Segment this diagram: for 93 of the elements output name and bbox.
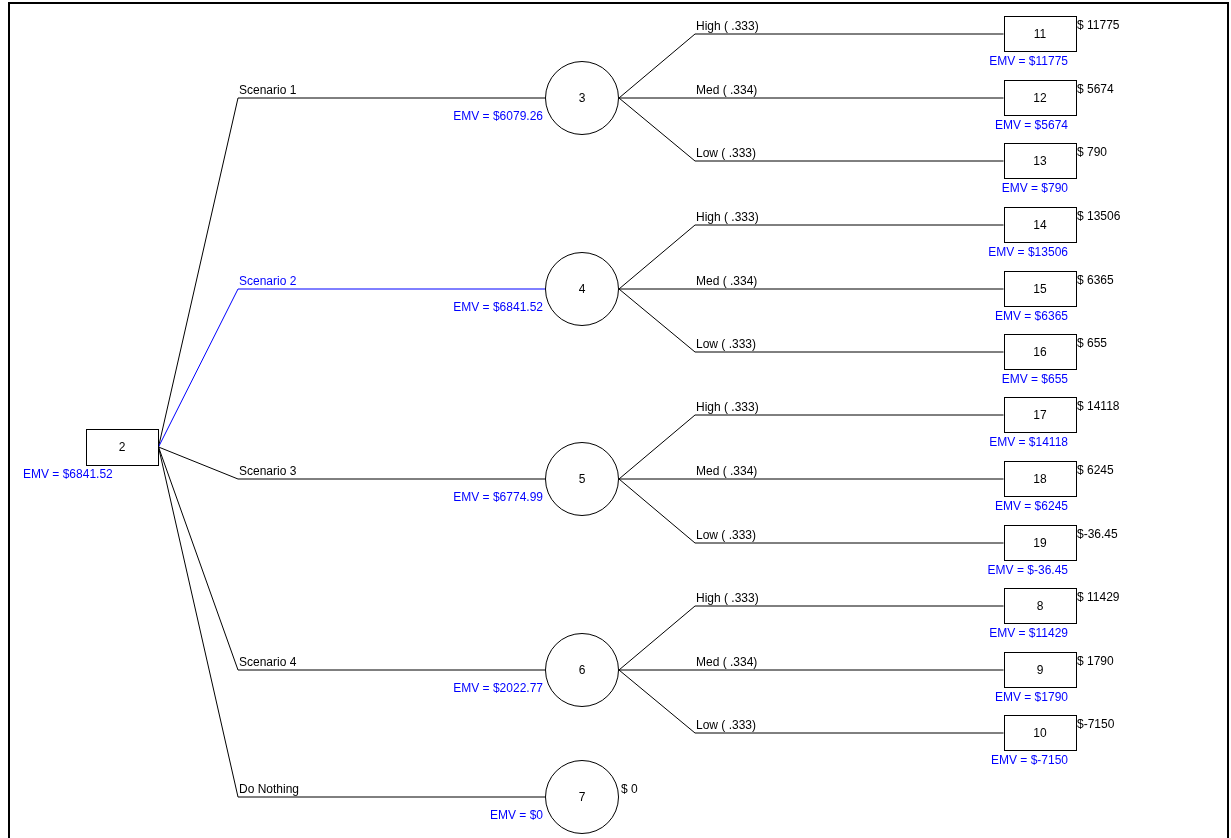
emv-value: EMV = $6245 <box>994 499 1068 513</box>
branch-line <box>618 33 1004 99</box>
payoff-value: $-7150 <box>1077 717 1115 731</box>
payoff-value: $ 790 <box>1077 145 1108 159</box>
branch-line <box>158 446 546 480</box>
branch-line <box>158 288 546 448</box>
node-number: 14 <box>1033 217 1047 234</box>
end-node-box <box>1003 715 1077 751</box>
node-number: 4 <box>578 281 586 298</box>
node-number: 7 <box>578 789 586 806</box>
edge-label: Scenario 4 <box>239 655 297 669</box>
payoff-value: $ 5674 <box>1077 82 1114 96</box>
node-number: 6 <box>578 662 586 679</box>
emv-value: EMV = $13506 <box>988 245 1068 259</box>
end-node-box <box>1003 588 1077 624</box>
end-node-box <box>1003 334 1077 370</box>
emv-value: EMV = $655 <box>1001 372 1068 386</box>
node-number: 11 <box>1033 26 1047 43</box>
edge-label: Scenario 1 <box>239 83 297 97</box>
branch-line <box>618 605 1004 671</box>
node-number: 12 <box>1033 90 1047 107</box>
end-node-box <box>1003 461 1077 497</box>
branch-line <box>618 478 1004 480</box>
payoff-value: $ 6365 <box>1077 273 1114 287</box>
node-number: 5 <box>578 471 586 488</box>
edge-label: Do Nothing <box>239 782 300 796</box>
emv-value: EMV = $11429 <box>989 626 1068 640</box>
edge-label: Low ( .333) <box>696 337 757 351</box>
end-node-box <box>1003 16 1077 52</box>
emv-value: EMV = $14118 <box>989 435 1068 449</box>
end-node-box <box>1003 207 1077 243</box>
payoff-value: $ 11429 <box>1077 590 1120 604</box>
node-number: 10 <box>1033 725 1047 742</box>
edge-label: High ( .333) <box>696 210 759 224</box>
end-node-box <box>1003 80 1077 116</box>
node-number: 17 <box>1033 407 1047 424</box>
payoff-value: $ 0 <box>621 782 638 796</box>
emv-value: EMV = $6841.52 <box>453 300 543 314</box>
edge-label: Med ( .334) <box>696 655 758 669</box>
payoff-value: $ 13506 <box>1077 209 1121 223</box>
node-number: 13 <box>1033 153 1047 170</box>
branch-line <box>618 288 1004 353</box>
node-number: 3 <box>578 90 586 107</box>
branch-line <box>618 669 1004 671</box>
edge-label: Med ( .334) <box>696 83 758 97</box>
node-number: 18 <box>1033 471 1047 488</box>
emv-value: EMV = $6774.99 <box>453 490 543 504</box>
branch-line <box>618 224 1004 290</box>
node-number: 16 <box>1033 344 1047 361</box>
payoff-value: $ 11775 <box>1077 18 1120 32</box>
branch-line <box>618 414 1004 480</box>
end-node-box <box>1003 652 1077 688</box>
emv-value: EMV = $1790 <box>994 690 1068 704</box>
emv-value: EMV = $11775 <box>989 54 1068 68</box>
branch-line <box>618 669 1004 734</box>
end-node-box <box>1003 143 1077 179</box>
node-number: 2 <box>118 439 126 456</box>
edge-label: Med ( .334) <box>696 274 758 288</box>
branch-line <box>618 288 1004 290</box>
decision-node-box <box>85 428 159 466</box>
emv-value: EMV = $-7150 <box>990 753 1068 767</box>
edge-label: Low ( .333) <box>696 528 757 542</box>
emv-value: EMV = $6841.52 <box>23 467 113 481</box>
end-node-box <box>1003 271 1077 307</box>
payoff-value: $ 1790 <box>1077 654 1114 668</box>
payoff-value: $ 655 <box>1077 336 1108 350</box>
edge-label: Scenario 2 <box>239 274 297 288</box>
payoff-value: $-36.45 <box>1077 527 1118 541</box>
edge-label: Low ( .333) <box>696 146 757 160</box>
branch-line <box>618 478 1004 544</box>
emv-value: EMV = $2022.77 <box>453 681 543 695</box>
branch-line <box>618 97 1004 99</box>
payoff-value: $ 6245 <box>1077 463 1114 477</box>
end-node-box <box>1003 397 1077 433</box>
branch-line <box>618 97 1004 162</box>
end-node-box <box>1003 525 1077 561</box>
emv-value: EMV = $790 <box>1001 181 1068 195</box>
node-number: 9 <box>1036 662 1044 679</box>
edge-label: Med ( .334) <box>696 464 758 478</box>
emv-value: EMV = $6079.26 <box>453 109 543 123</box>
node-number: 15 <box>1033 281 1047 298</box>
edge-label: High ( .333) <box>696 591 759 605</box>
emv-value: EMV = $6365 <box>994 309 1068 323</box>
edge-label: Scenario 3 <box>239 464 297 478</box>
emv-value: EMV = $0 <box>489 808 543 822</box>
node-number: 19 <box>1033 535 1047 552</box>
edge-label: High ( .333) <box>696 19 759 33</box>
node-number: 8 <box>1036 598 1044 615</box>
edge-label: Low ( .333) <box>696 718 757 732</box>
payoff-value: $ 14118 <box>1077 399 1120 413</box>
emv-value: EMV = $5674 <box>994 118 1068 132</box>
edge-label: High ( .333) <box>696 400 759 414</box>
emv-value: EMV = $-36.45 <box>987 563 1068 577</box>
